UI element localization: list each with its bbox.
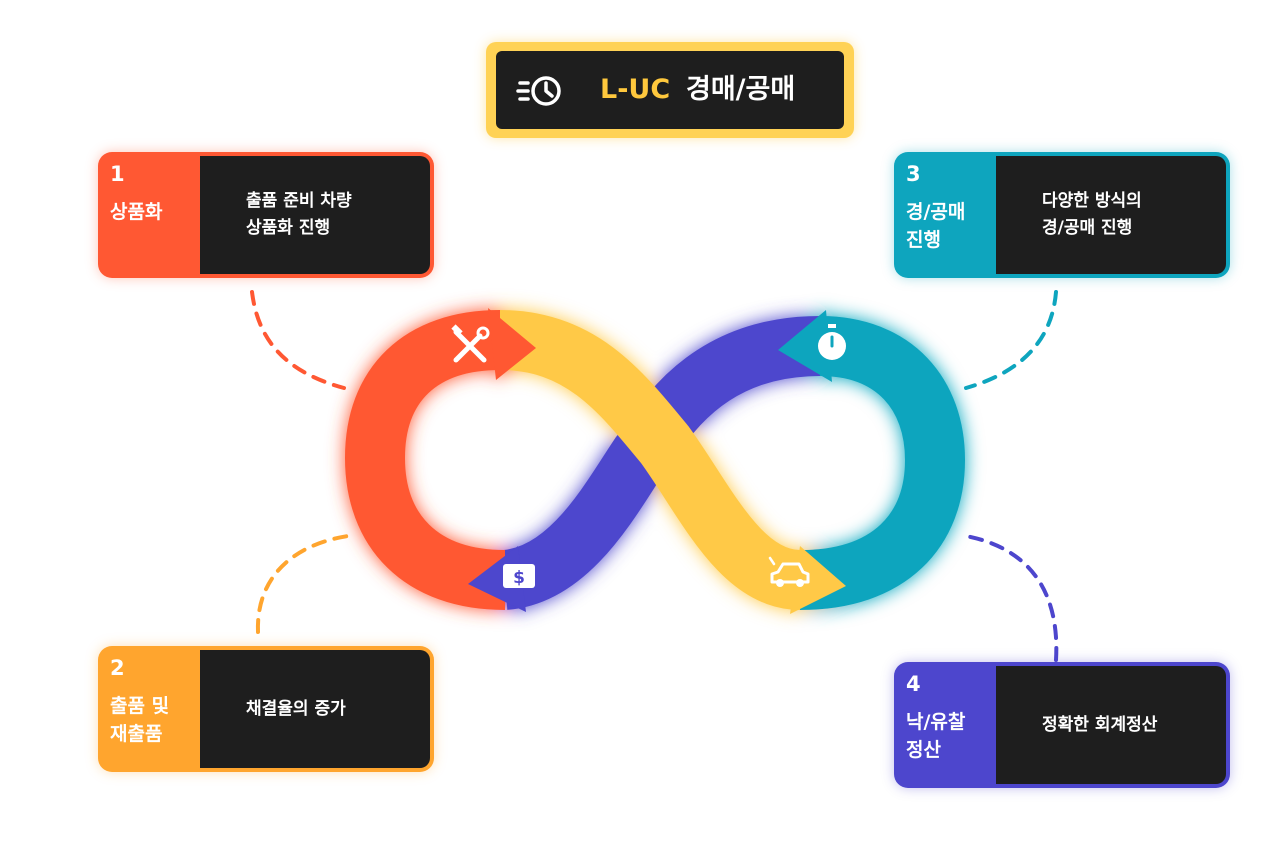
title-accent: L-UC (600, 74, 671, 105)
step-number: 3 (906, 162, 921, 186)
arrow-head-yellow (790, 546, 846, 614)
connector-line-3 (964, 290, 1058, 390)
step-card-4: 4 낙/유찰 정산 정확한 회계정산 (894, 662, 1230, 788)
arrow-head-teal (778, 310, 832, 382)
step-description-box: 다양한 방식의 경/공매 진행 (996, 156, 1226, 274)
step-number: 2 (110, 656, 125, 680)
arrow-head-red (488, 308, 536, 380)
svg-text:$: $ (513, 568, 525, 588)
step-description-box: 출품 준비 차량 상품화 진행 (200, 156, 430, 274)
title-main: 경매/공매 (686, 74, 796, 105)
step-description: 정확한 회계정산 (1042, 714, 1158, 735)
fast-clock-icon (516, 76, 561, 106)
step-card-3: 3 경/공매 진행 다양한 방식의 경/공매 진행 (894, 152, 1230, 278)
step-description: 출품 준비 차량 상품화 진행 (246, 191, 352, 238)
step-description-box: 채결율의 증가 (200, 650, 430, 768)
step-number: 4 (906, 672, 921, 696)
connector-line-1 (250, 290, 346, 390)
loop-segment-red (344, 310, 506, 610)
connector-line-2 (255, 534, 350, 634)
car-icon (768, 556, 810, 587)
stopwatch-icon (818, 324, 846, 360)
connector-line-4 (964, 534, 1059, 662)
title-inner: L-UC 경매/공매 (496, 51, 844, 129)
step-name: 출품 및 재출품 (110, 695, 170, 745)
title-box: L-UC 경매/공매 (486, 42, 854, 138)
loop-segment-teal (799, 316, 966, 610)
dollar-card-icon: $ (503, 564, 535, 588)
step-description: 다양한 방식의 경/공매 진행 (1042, 191, 1142, 238)
loop-segment-yellow (498, 310, 803, 610)
step-description-box: 정확한 회계정산 (996, 666, 1226, 784)
arrow-head-indigo (468, 546, 526, 612)
step-card-1: 1 상품화 출품 준비 차량 상품화 진행 (98, 152, 434, 278)
step-card-2: 2 출품 및 재출품 채결율의 증가 (98, 646, 434, 772)
step-name: 경/공매 진행 (906, 201, 966, 251)
tools-icon (451, 324, 490, 363)
step-name: 상품화 (110, 201, 163, 223)
step-number: 1 (110, 162, 125, 186)
step-description: 채결율의 증가 (246, 698, 346, 719)
step-name: 낙/유찰 정산 (906, 711, 966, 761)
